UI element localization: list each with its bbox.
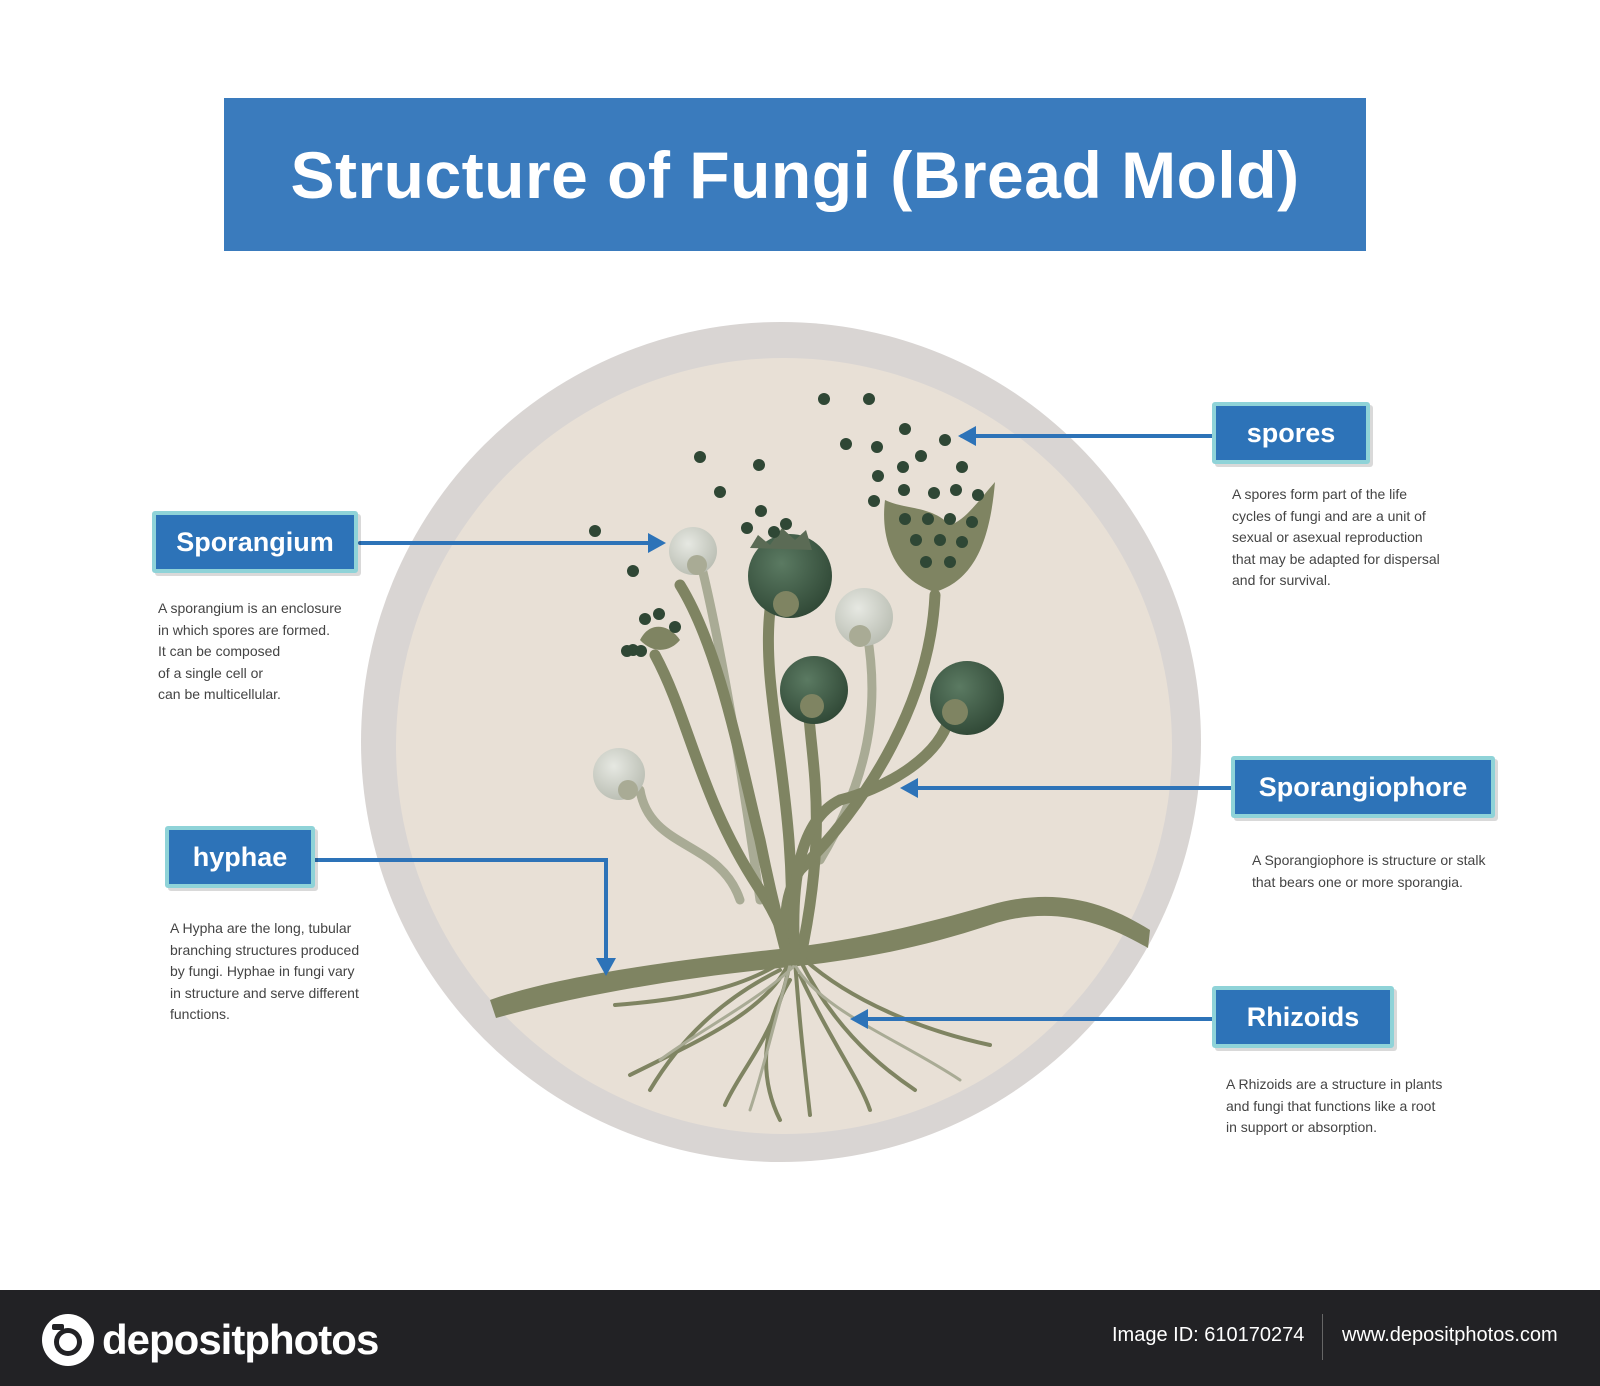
- label-sporangium: Sporangium: [152, 511, 358, 573]
- hypha-stolon: [490, 896, 1150, 1018]
- page-title: Structure of Fungi (Bread Mold): [290, 137, 1300, 212]
- label-spores-text: spores: [1246, 417, 1336, 448]
- label-sporangium-text: Sporangium: [176, 526, 334, 557]
- title-banner: Structure of Fungi (Bread Mold): [224, 98, 1366, 251]
- desc-rhizoids: A Rhizoids are a structure in plants and…: [1226, 1076, 1443, 1135]
- label-spores: spores: [1212, 402, 1370, 464]
- footer-site-link[interactable]: www.depositphotos.com: [1342, 1324, 1558, 1346]
- desc-spores: A spores form part of the life cycles of…: [1232, 486, 1440, 588]
- desc-hyphae: A Hypha are the long, tubular branching …: [170, 920, 360, 1022]
- desc-sporangium: A sporangium is an enclosure in which sp…: [158, 600, 342, 702]
- label-hyphae: hyphae: [165, 826, 315, 888]
- label-sporangiophore: Sporangiophore: [1231, 756, 1495, 818]
- label-rhizoids-text: Rhizoids: [1246, 1001, 1360, 1032]
- footer-bar: depositphotos Image ID: 610170274 www.de…: [0, 1290, 1600, 1386]
- sporangium-light: [593, 527, 893, 800]
- label-sporangiophore-text: Sporangiophore: [1258, 771, 1468, 802]
- arrows: [311, 434, 1234, 1021]
- desc-sporangiophore: A Sporangiophore is structure or stalk t…: [1252, 852, 1486, 890]
- label-hyphae-text: hyphae: [192, 841, 288, 872]
- footer-image-id: Image ID: 610170274: [1112, 1324, 1305, 1346]
- label-rhizoids: Rhizoids: [1212, 986, 1394, 1048]
- arrow-hyphae: [311, 858, 608, 972]
- footer-divider: [1322, 1314, 1323, 1360]
- footer-logo[interactable]: depositphotos: [40, 1312, 379, 1368]
- sporangium-dark: [748, 528, 1004, 735]
- fungi-illustration: [311, 322, 1234, 1162]
- footer-logo-text: depositphotos: [102, 1316, 379, 1363]
- spores-illustration: [589, 393, 984, 657]
- arrowheads: [596, 426, 976, 1029]
- camera-icon: [42, 1314, 94, 1366]
